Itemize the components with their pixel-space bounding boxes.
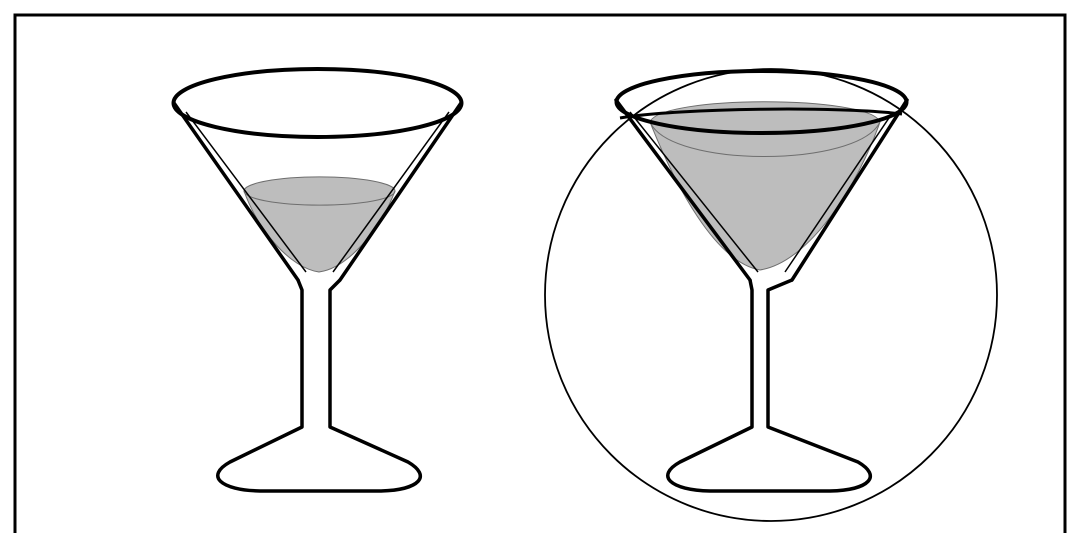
glass-rim-left <box>174 69 462 137</box>
martini-glass-left <box>174 69 462 491</box>
figure-frame <box>15 15 1065 533</box>
stem-foot-left <box>218 280 421 491</box>
martini-glass-right <box>545 69 997 521</box>
stem-foot-right <box>668 280 871 491</box>
liquid-left <box>244 177 395 272</box>
